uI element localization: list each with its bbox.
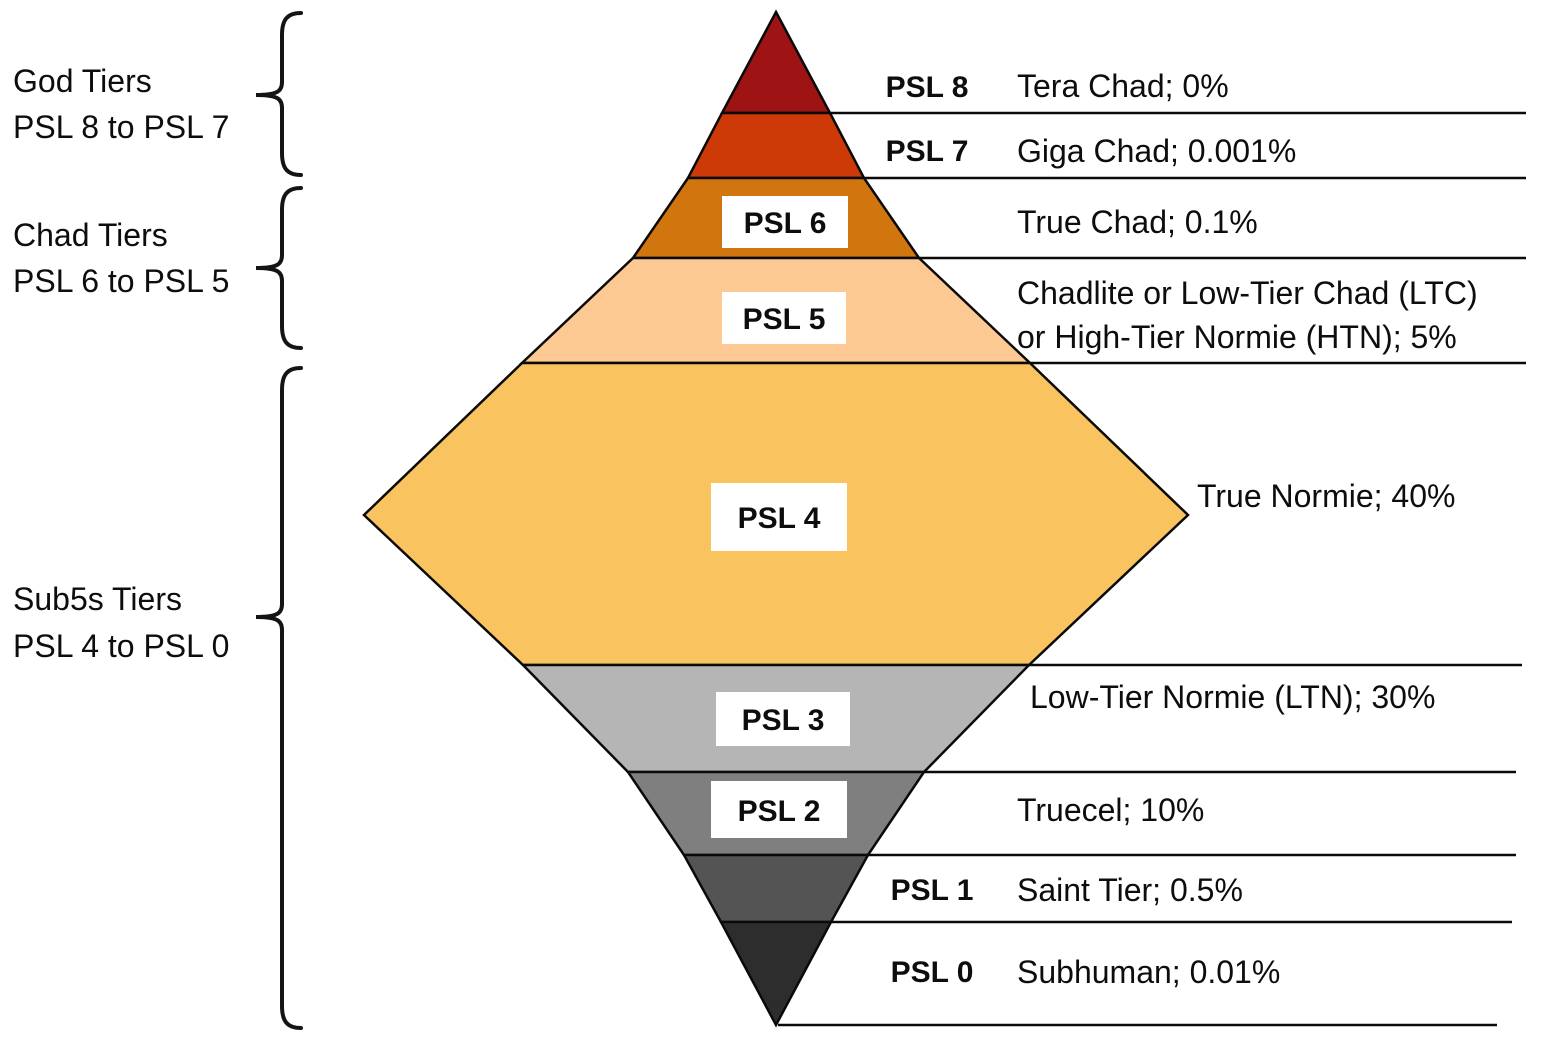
tier-label-psl7: PSL 7	[886, 135, 969, 168]
tier-label-psl2: PSL 2	[738, 795, 821, 828]
tier-label-psl5: PSL 5	[743, 303, 826, 336]
tier-description-psl7: Giga Chad; 0.001%	[1017, 133, 1296, 169]
tier-label-psl3: PSL 3	[742, 704, 825, 737]
tier-band-psl1	[681, 853, 871, 924]
tier-description-psl6: True Chad; 0.1%	[1017, 204, 1258, 240]
label-box-psl5	[722, 292, 846, 344]
tier-label-psl1: PSL 1	[891, 874, 974, 907]
tier-description-psl0: Subhuman; 0.01%	[1017, 954, 1280, 990]
tier-description-psl4: True Normie; 40%	[1197, 478, 1455, 514]
group-brace-sub5s-tiers	[255, 366, 303, 1030]
group-range-sub5s-tiers: PSL 4 to PSL 0	[13, 628, 229, 664]
tier-label-psl0: PSL 0	[891, 956, 974, 989]
tier-label-psl4: PSL 4	[738, 502, 821, 535]
tier-description-psl5-line2: or High-Tier Normie (HTN); 5%	[1017, 319, 1457, 355]
group-brace-god-tiers	[255, 11, 303, 177]
tier-label-psl8: PSL 8	[886, 71, 969, 104]
group-title-god-tiers: God Tiers	[13, 63, 152, 99]
tier-band-psl0	[718, 920, 834, 1028]
label-box-psl3	[716, 692, 850, 746]
tier-description-psl8: Tera Chad; 0%	[1017, 68, 1229, 104]
label-box-psl2	[711, 781, 847, 838]
tier-label-psl6: PSL 6	[744, 207, 827, 240]
tier-description-psl5-line1: Chadlite or Low-Tier Chad (LTC)	[1017, 275, 1478, 311]
group-brace-chad-tiers	[255, 186, 303, 350]
tier-description-psl1: Saint Tier; 0.5%	[1017, 872, 1243, 908]
group-title-chad-tiers: Chad Tiers	[13, 217, 168, 253]
group-range-god-tiers: PSL 8 to PSL 7	[13, 109, 229, 145]
tier-band-psl7	[685, 111, 867, 180]
group-title-sub5s-tiers: Sub5s Tiers	[13, 581, 182, 617]
tier-description-psl2: Truecel; 10%	[1017, 792, 1204, 828]
label-box-psl4	[711, 483, 847, 551]
label-box-psl6	[722, 196, 848, 248]
tier-band-psl8	[719, 9, 833, 115]
group-range-chad-tiers: PSL 6 to PSL 5	[13, 263, 229, 299]
tier-description-psl3: Low-Tier Normie (LTN); 30%	[1030, 679, 1435, 715]
